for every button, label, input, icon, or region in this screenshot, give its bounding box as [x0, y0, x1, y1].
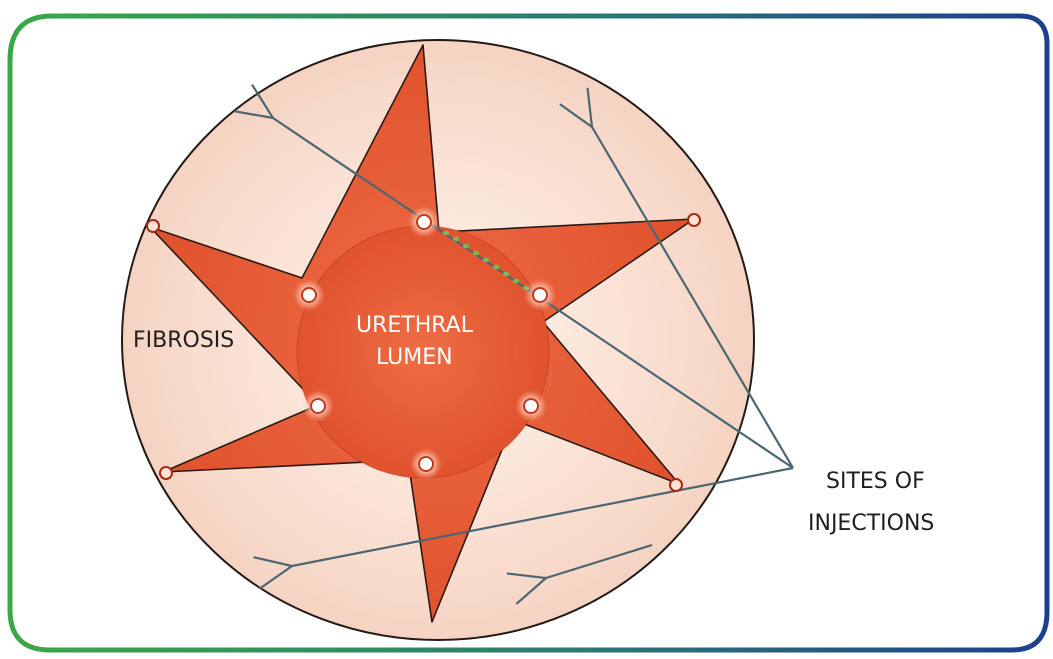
injection-site-tip: [670, 479, 682, 491]
label-fibrosis: FIBROSIS: [133, 328, 234, 353]
injection-site: [408, 206, 440, 238]
label-sites-of: SITES OF: [826, 469, 925, 494]
injection-site-tip: [688, 214, 700, 226]
label-lumen: LUMEN: [376, 345, 453, 370]
injection-site: [302, 390, 334, 422]
injection-site-tip: [147, 220, 159, 232]
injection-site: [293, 279, 325, 311]
label-urethral: URETHRAL: [356, 313, 474, 338]
injection-site-tip: [160, 467, 172, 479]
injection-site: [410, 448, 442, 480]
injection-site: [515, 390, 547, 422]
injection-site: [524, 279, 556, 311]
label-injections: INJECTIONS: [808, 511, 934, 536]
